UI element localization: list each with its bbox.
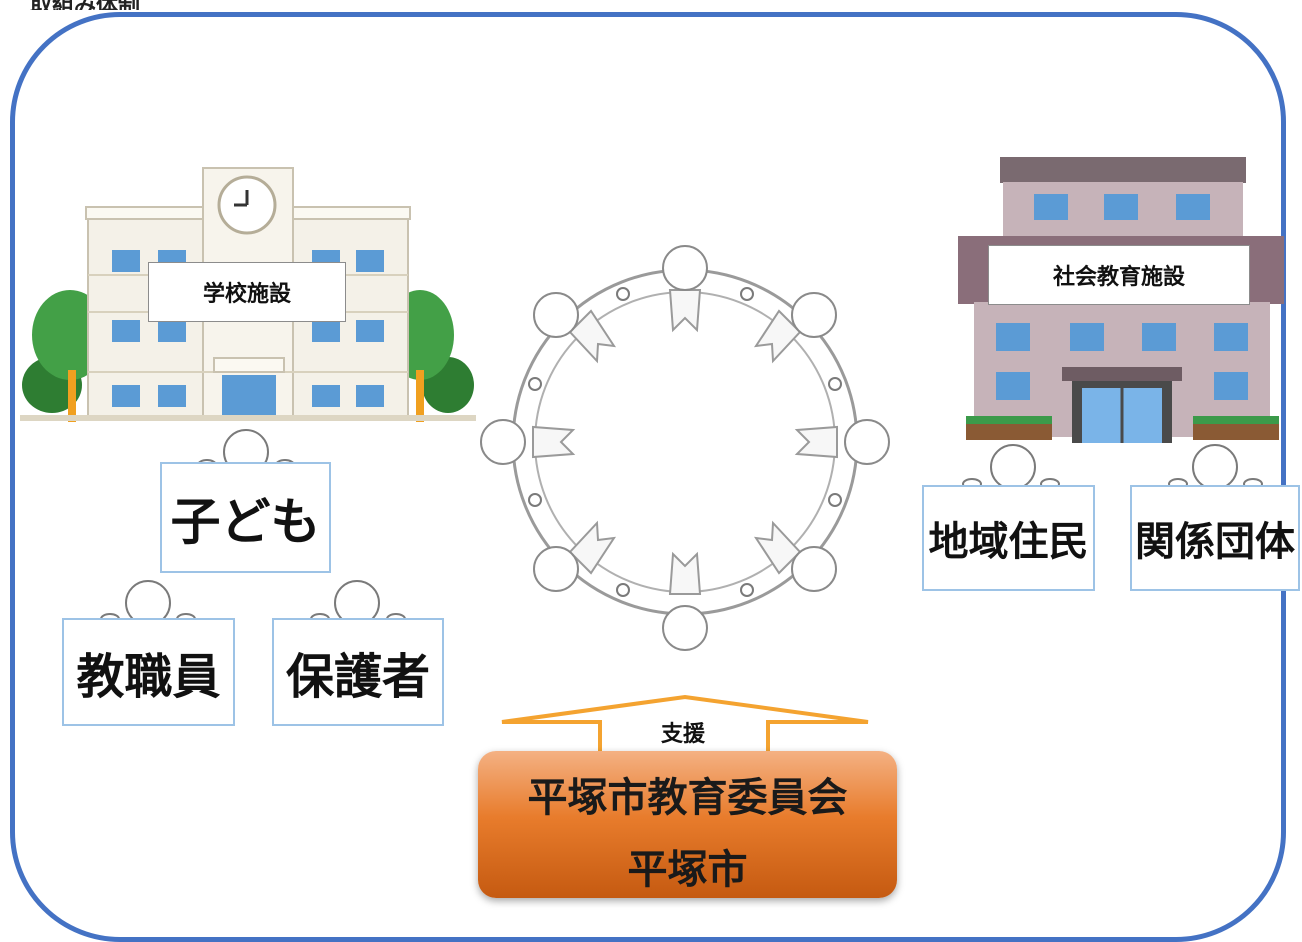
school-facility-label: 学校施設 [148,262,346,322]
sign-staff: 教職員 [62,618,235,726]
social-facility-label: 社会教育施設 [988,245,1250,305]
sign-residents: 地域住民 [922,485,1095,591]
social-facility-building-illustration [958,157,1284,443]
support-arrow [501,694,869,752]
sign-groups: 関係団体 [1130,485,1300,591]
organization-box: 平塚市教育委員会 平塚市 [478,751,897,898]
sign-guardian: 保護者 [272,618,444,726]
cut-header-text: 取組み体制 [30,0,140,10]
org-city: 平塚市 [627,847,748,893]
support-label: 支援 [660,722,705,747]
org-board-of-education: 平塚市教育委員会 [527,775,848,821]
people-circle-illustration [480,245,890,651]
sign-child: 子ども [160,462,331,573]
